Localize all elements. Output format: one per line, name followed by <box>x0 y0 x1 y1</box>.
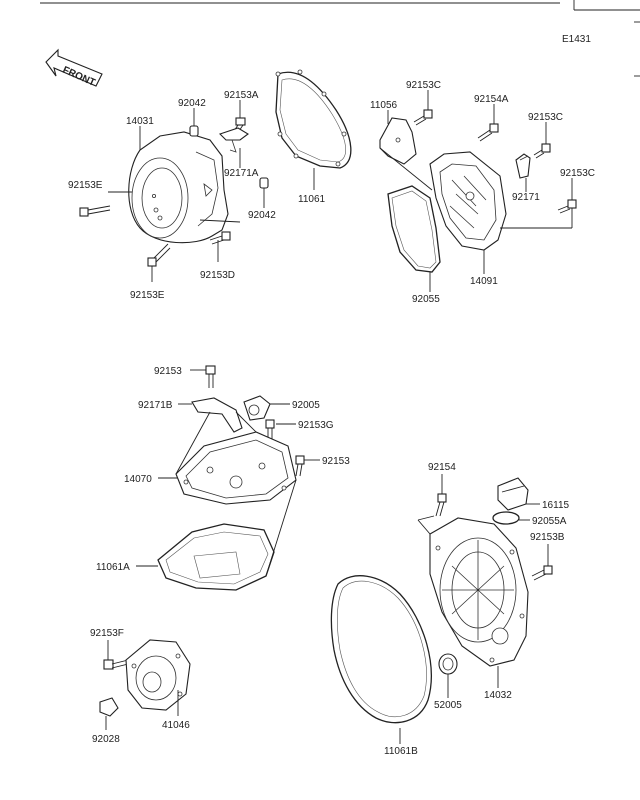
label-92055: 92055 <box>412 294 440 305</box>
label-92171B: 92171B <box>138 400 173 411</box>
bolt-92153-right <box>295 455 305 477</box>
label-41046: 41046 <box>162 720 190 731</box>
front-arrow-icon: FRONT <box>45 48 103 89</box>
bracket-11056 <box>379 117 417 165</box>
bolt-92153F <box>103 659 129 670</box>
label-92153C-lower: 92153C <box>560 168 595 179</box>
label-92153C-right: 92153C <box>528 112 563 123</box>
label-11061A: 11061A <box>96 562 130 573</box>
cap-16115 <box>497 477 529 511</box>
label-92153A: 92153A <box>224 90 259 101</box>
bolt-92154A <box>477 123 499 142</box>
o-ring-92055A <box>492 511 520 525</box>
generator-cover <box>128 131 229 244</box>
cover-14070 <box>175 431 297 505</box>
label-11061B: 11061B <box>384 746 418 757</box>
label-92153-right: 92153 <box>322 456 350 467</box>
fitting-92005 <box>243 395 271 421</box>
part-labels: 14031 92042 92153A 92171A 92042 92153E 9… <box>68 80 595 757</box>
label-92028: 92028 <box>92 734 120 745</box>
plug-92028 <box>99 697 119 717</box>
label-92153-top: 92153 <box>154 366 182 377</box>
label-14032: 14032 <box>484 690 512 701</box>
label-92154: 92154 <box>428 462 456 473</box>
label-16115: 16115 <box>542 500 570 511</box>
bolt-92153C-lower <box>557 199 577 214</box>
label-14091: 14091 <box>470 276 498 287</box>
leaders-top-right <box>379 90 573 292</box>
clamp-92171B <box>191 397 243 433</box>
bolt-92153B <box>531 565 553 581</box>
label-92153E-left: 92153E <box>68 180 103 191</box>
oil-seal-52005 <box>438 653 458 675</box>
dowel-pin-92042-lower <box>259 177 269 189</box>
label-92153F: 92153F <box>90 628 124 639</box>
label-92153D: 92153D <box>200 270 235 281</box>
label-92171A: 92171A <box>224 168 259 179</box>
label-92154A: 92154A <box>474 94 509 105</box>
leaders-top-left <box>108 100 315 282</box>
gasket-11061 <box>275 69 352 169</box>
label-92153G: 92153G <box>298 420 334 431</box>
diagram-code: E1431 <box>562 34 591 45</box>
gasket-11061A <box>157 523 275 591</box>
cover-14091 <box>429 151 507 251</box>
leaders-mid-left <box>136 369 320 577</box>
leaders-bottom-right <box>399 474 549 744</box>
bolt-92153E-left <box>79 205 111 217</box>
cover-14032 <box>429 517 529 667</box>
label-14070: 14070 <box>124 474 152 485</box>
label-92055A: 92055A <box>532 516 567 527</box>
label-92153E-bottom: 92153E <box>130 290 165 301</box>
bolt-92153C-right <box>533 143 551 159</box>
label-11061: 11061 <box>298 194 326 205</box>
label-92042-lower: 92042 <box>248 210 276 221</box>
dowel-pin-92042-upper <box>189 125 199 137</box>
leaders-bottom-left <box>105 640 179 730</box>
label-92171: 92171 <box>512 192 540 203</box>
clamp-92171A <box>218 127 249 153</box>
bolt-92153-top <box>205 365 216 388</box>
label-11056: 11056 <box>370 100 398 111</box>
label-14031: 14031 <box>126 116 154 127</box>
label-52005: 52005 <box>434 700 462 711</box>
clamp-92171 <box>515 153 531 179</box>
gasket-92055 <box>387 185 441 273</box>
label-92005: 92005 <box>292 400 320 411</box>
bolt-92153E-bottom <box>147 243 171 267</box>
gasket-11061B <box>330 575 432 724</box>
cover-41046 <box>125 639 191 711</box>
label-92042-upper: 92042 <box>178 98 206 109</box>
label-92153C-top: 92153C <box>406 80 441 91</box>
top-border <box>40 0 640 77</box>
label-92153B: 92153B <box>530 532 565 543</box>
bolt-92153C-top <box>413 109 433 126</box>
bolt-92154 <box>435 493 447 517</box>
